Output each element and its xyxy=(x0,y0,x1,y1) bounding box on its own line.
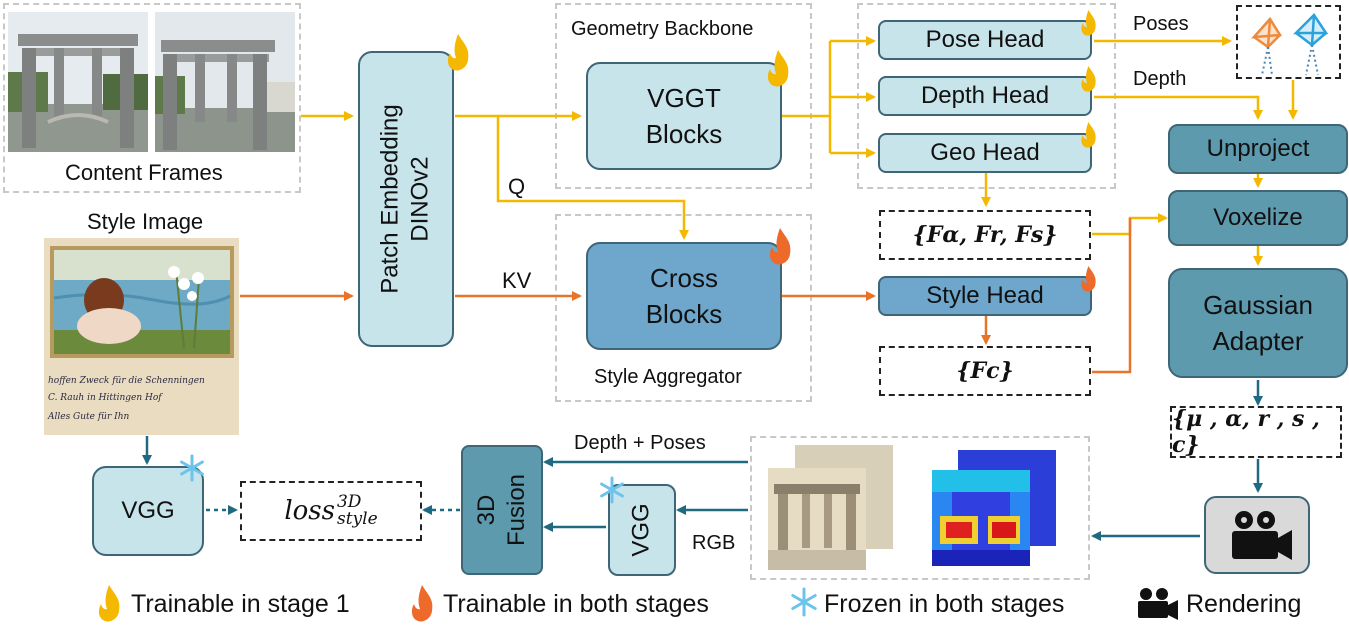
rgb-label: RGB xyxy=(692,532,736,554)
camera-frustum-icons xyxy=(1251,13,1329,76)
vggt-blocks: VGGT Blocks xyxy=(586,62,782,170)
cross-blocks: Cross Blocks xyxy=(586,242,782,350)
gaussian-label: Gaussian xyxy=(1203,290,1313,320)
style-image-handwriting-1: hoffen Zweck für die Schenningen xyxy=(48,376,205,386)
depth-poses-label: Depth + Poses xyxy=(574,432,706,454)
content-frame-1 xyxy=(8,12,148,152)
arrow-q-branch xyxy=(496,116,689,240)
style-head: Style Head xyxy=(878,276,1092,316)
cross-blocks-label: Blocks xyxy=(645,299,723,329)
dinov2-label: DINOv2 xyxy=(407,156,434,242)
depth-render-front xyxy=(932,470,1030,566)
depth-label: Depth xyxy=(1133,68,1187,90)
content-frame-2 xyxy=(155,12,295,152)
content-frames-group xyxy=(3,3,301,193)
style-loss-box: loss 3D style xyxy=(240,481,422,541)
poses-label: Poses xyxy=(1133,13,1189,35)
geometry-backbone-group xyxy=(555,3,812,189)
style-image: hoffen Zweck für die Schenningen C. Rauh… xyxy=(44,238,239,435)
vgg-mid-box: VGG xyxy=(608,484,676,576)
geo-head: Geo Head xyxy=(878,133,1092,173)
legend-trainable-both: Trainable in both stages xyxy=(443,590,709,618)
content-frames-label: Content Frames xyxy=(65,160,223,185)
color-features: {Fc} xyxy=(879,346,1091,396)
arrow-vggt-to-heads xyxy=(782,41,832,153)
stylized-render-front xyxy=(768,468,866,570)
vgg-left-label: VGG xyxy=(121,497,175,524)
adapter-label: Adapter xyxy=(1212,326,1304,356)
style-head-label: Style Head xyxy=(926,282,1044,309)
gaussian-adapter-box: Gaussian Adapter xyxy=(1168,268,1348,378)
movie-camera-icon xyxy=(1232,511,1292,560)
voxelize-box: Voxelize xyxy=(1168,190,1348,246)
depth-head-label: Depth Head xyxy=(920,82,1050,109)
unproject-label: Unproject xyxy=(1206,135,1310,162)
depth-head: Depth Head xyxy=(878,76,1092,116)
gaussian-parameters: {μ , α, r , s , c} xyxy=(1170,406,1342,458)
render-results-group xyxy=(750,436,1090,580)
vggt-blocks-label: Blocks xyxy=(645,119,723,149)
geo-features: {Fα, Fr, Fs} xyxy=(879,210,1091,260)
loss-subscript: style xyxy=(336,509,378,529)
style-image-handwriting-2: C. Rauh in Hittingen Hof xyxy=(48,393,162,403)
patch-embedding-dinov2: Patch Embedding DINOv2 xyxy=(358,51,454,347)
cross-label: Cross xyxy=(650,263,718,293)
content-frame-2-illustration xyxy=(155,12,295,152)
style-aggregator-title: Style Aggregator xyxy=(594,366,742,388)
loss-superscript: 3D xyxy=(336,492,362,512)
kv-label: KV xyxy=(502,268,532,293)
3d-fusion-box: 3D Fusion xyxy=(461,445,543,575)
stylized-render-illustration xyxy=(768,468,866,570)
3d-label: 3D xyxy=(472,494,500,526)
rendering-camera xyxy=(1204,496,1310,574)
camera-poses-box xyxy=(1236,5,1341,79)
content-frame-1-illustration xyxy=(8,12,148,152)
geometry-backbone-title: Geometry Backbone xyxy=(571,18,754,40)
depth-map-illustration xyxy=(932,470,1030,566)
arrow-depth-to-unproject xyxy=(1094,95,1263,120)
loss-base: loss xyxy=(284,496,335,526)
style-image-handwriting-3: Alles Gute für Ihn xyxy=(48,412,130,422)
voxelize-label: Voxelize xyxy=(1213,204,1303,231)
legend-trainable-stage1: Trainable in stage 1 xyxy=(131,590,350,618)
fusion-label: Fusion xyxy=(502,473,530,547)
geo-head-label: Geo Head xyxy=(930,139,1040,166)
unproject-box: Unproject xyxy=(1168,124,1348,174)
vgg-mid-label: VGG xyxy=(628,503,655,557)
vgg-left-box: VGG xyxy=(92,466,204,556)
style-image-label: Style Image xyxy=(87,209,204,234)
patch-embedding-label: Patch Embedding xyxy=(377,104,404,294)
style-image-illustration xyxy=(44,238,239,435)
q-label: Q xyxy=(508,174,526,199)
pose-head: Pose Head xyxy=(878,20,1092,60)
arrow-fc-to-voxelize xyxy=(1092,218,1132,374)
legend-rendering: Rendering xyxy=(1186,590,1302,618)
vggt-label: VGGT xyxy=(647,83,721,113)
legend-frozen: Frozen in both stages xyxy=(824,590,1065,618)
pose-head-label: Pose Head xyxy=(925,26,1045,53)
